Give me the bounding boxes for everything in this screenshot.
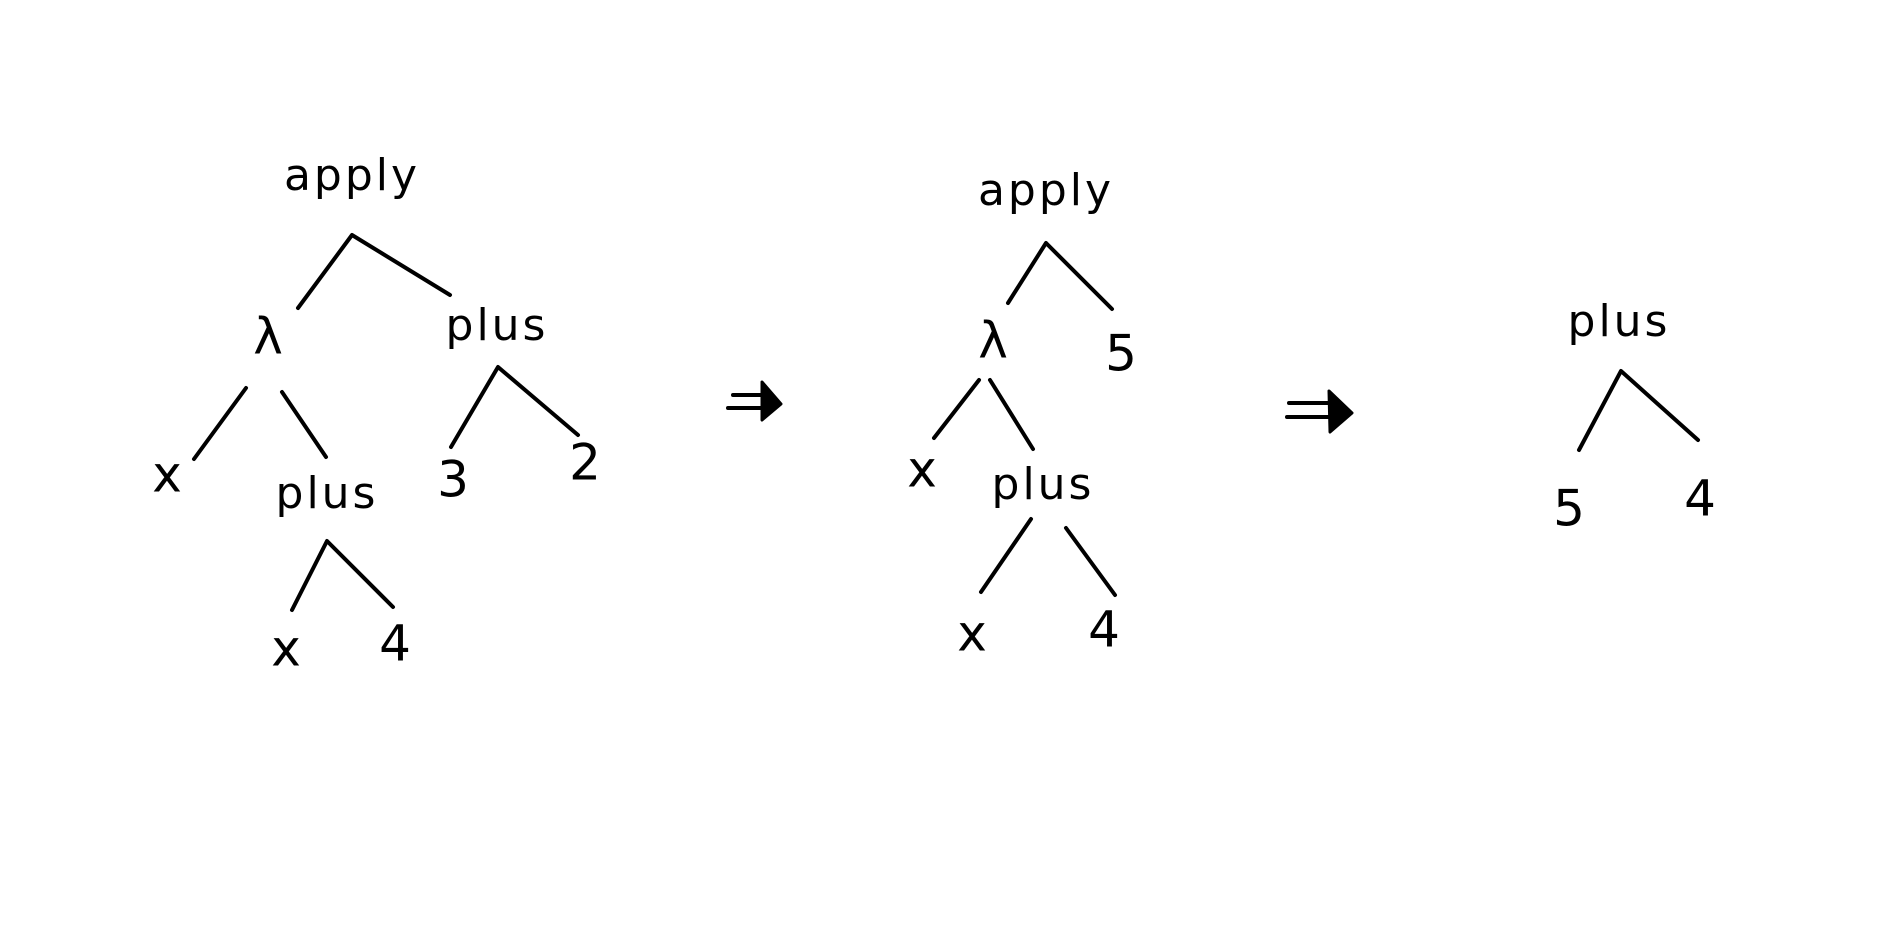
tree2-node-lambda: λ	[978, 312, 1008, 370]
tree1-node-four: 4	[379, 615, 411, 673]
tree3-edge-plus	[1577, 369, 1700, 452]
tree1-node-apply: apply	[284, 150, 420, 201]
reduction-arrow-2: ⇛	[1285, 389, 1354, 434]
tree3-node-plus: plus	[1568, 296, 1671, 347]
tree-3-result: plus 5 4	[1553, 296, 1716, 538]
tree2-edge-lambda-left	[932, 378, 981, 440]
tree-2-after-beta-reduction: apply λ 5 x plus x 4	[907, 165, 1137, 663]
tree1-node-two: 2	[569, 434, 601, 492]
tree1-node-lambda: λ	[253, 308, 283, 366]
tree1-edge-lambda-right	[280, 390, 328, 459]
tree1-node-plus-right: plus	[446, 300, 549, 351]
tree3-node-four: 4	[1684, 470, 1716, 528]
tree2-node-five: 5	[1105, 325, 1137, 383]
tree1-edge-lambda-left	[192, 386, 248, 461]
tree1-edge-plus-body	[290, 539, 395, 612]
tree2-node-apply: apply	[978, 165, 1114, 216]
tree2-edge-apply	[1006, 241, 1114, 311]
tree1-node-plus-body: plus	[276, 468, 379, 519]
tree1-edge-plus-right	[449, 365, 580, 449]
tree2-node-x-param: x	[907, 441, 937, 499]
tree1-edge-apply	[296, 233, 452, 310]
tree2-edge-plus-left	[979, 517, 1033, 594]
tree1-node-x-body: x	[271, 620, 301, 678]
tree1-node-three: 3	[437, 451, 469, 509]
tree2-node-plus-body: plus	[992, 459, 1095, 510]
tree2-edge-lambda-right	[988, 378, 1035, 451]
tree-1-before-reduction: apply λ plus x plus 3 2 x 4	[152, 150, 601, 678]
tree1-node-x-param: x	[152, 446, 182, 504]
tree2-node-four: 4	[1088, 601, 1120, 659]
tree3-node-five: 5	[1553, 480, 1585, 538]
tree2-node-x-body: x	[957, 605, 987, 663]
tree2-edge-plus-right	[1064, 526, 1117, 597]
reduction-arrow-1: ⇛	[726, 380, 783, 422]
